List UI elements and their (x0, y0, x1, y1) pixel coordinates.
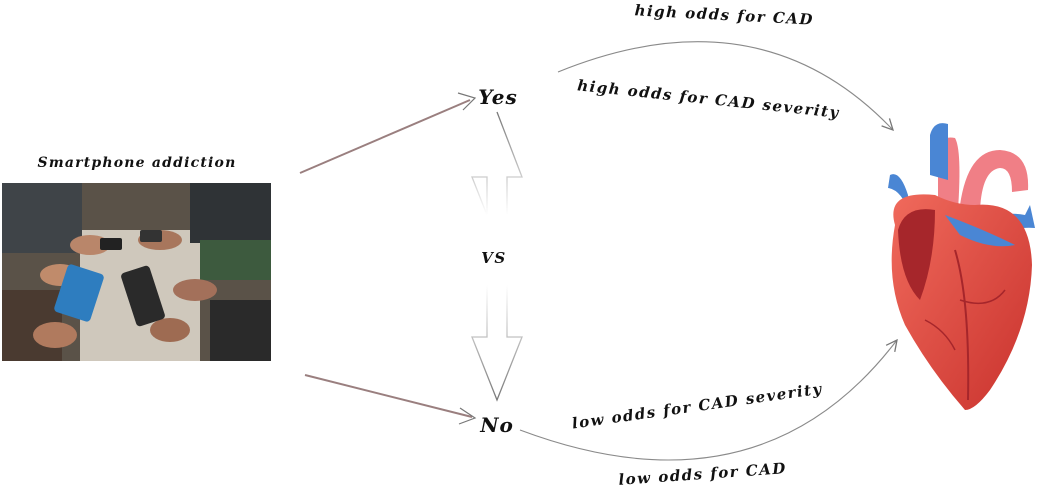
input-caption: Smartphone addiction (38, 155, 237, 171)
no-outcome-curve (519, 340, 897, 461)
yes-top-label: high odds for CAD (634, 1, 814, 28)
people-holding-smartphones-photo (2, 183, 271, 361)
no-bottom-label: low odds for CAD (618, 459, 788, 489)
arrow-to-yes (299, 99, 471, 174)
arrow-to-yes-head (457, 92, 477, 111)
yes-bottom-label: high odds for CAD severity (576, 76, 840, 121)
no-label: No (479, 413, 514, 437)
anatomical-heart-icon (888, 123, 1035, 410)
up-hollow-arrow (471, 111, 523, 216)
yes-outcome-curve (557, 41, 893, 130)
arrow-to-no (304, 374, 473, 418)
arrow-to-no-head (458, 407, 477, 425)
down-hollow-arrow (471, 285, 523, 402)
no-top-label: low odds for CAD severity (571, 380, 824, 433)
yes-label: Yes (478, 85, 518, 109)
versus-label: VS (481, 249, 506, 267)
